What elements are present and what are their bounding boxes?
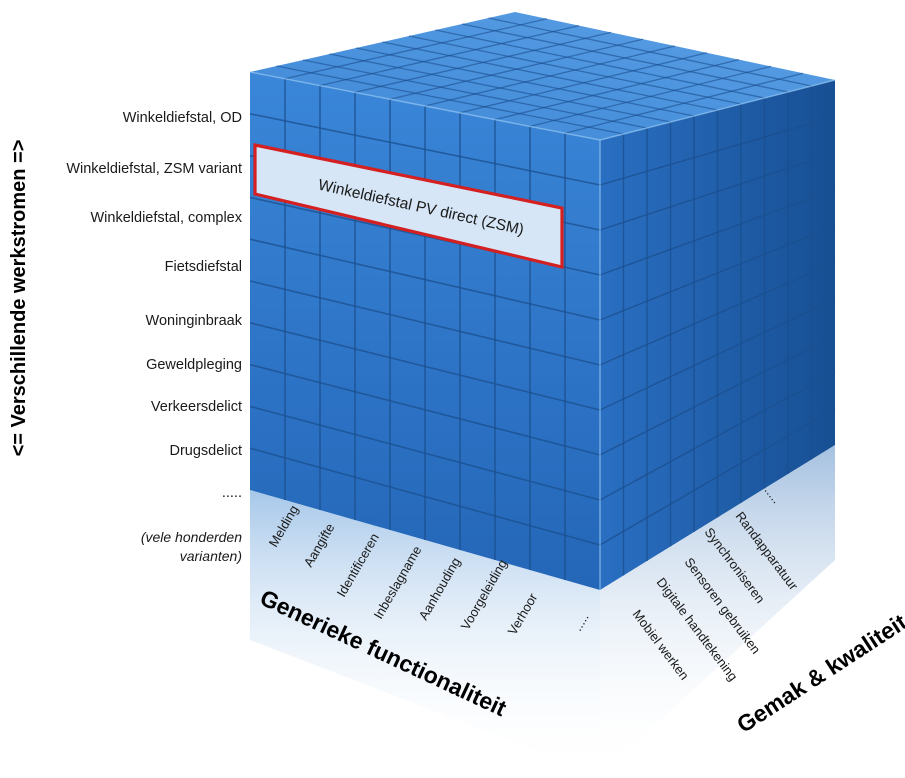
variants-note-line2: varianten)	[180, 548, 242, 564]
grid-line	[459, 52, 708, 114]
cube-top-face	[250, 12, 835, 140]
grid-line	[249, 280, 601, 366]
grid-line	[249, 447, 601, 546]
cube-reflection	[250, 445, 835, 775]
grid-line	[488, 17, 812, 87]
row-label: Winkeldiefstal, OD	[123, 110, 242, 126]
side-reflection	[600, 445, 835, 775]
row-label: Drugsdelict	[169, 443, 242, 459]
grid-line	[564, 72, 804, 134]
grid-line	[599, 371, 836, 501]
grid-line	[529, 65, 772, 128]
vertical-axis-title: <= Verschillende werkstromen =>	[8, 140, 30, 457]
row-label: .....	[222, 485, 242, 501]
grid-line	[382, 41, 718, 111]
grid-line	[461, 23, 789, 93]
grid-line	[599, 298, 836, 411]
vertical-axis-labels: Winkeldiefstal, OD Winkeldiefstal, ZSM v…	[66, 110, 242, 564]
row-label: Winkeldiefstal, complex	[91, 210, 243, 226]
grid-line	[599, 407, 836, 546]
grid-line	[249, 322, 601, 411]
cube-edge	[599, 79, 836, 141]
grid-line	[408, 35, 742, 105]
grid-line	[435, 29, 765, 99]
row-label: Fietsdiefstal	[165, 259, 242, 275]
grid-line	[494, 58, 740, 121]
variants-note-line1: (vele honderden	[141, 529, 242, 545]
grid-line	[599, 261, 836, 366]
front-reflection	[250, 490, 600, 775]
row-label: Woninginbraak	[146, 313, 243, 329]
row-label: Verkeersdelict	[151, 399, 242, 415]
grid-line	[249, 363, 601, 456]
highlight-box	[253, 143, 564, 270]
row-label: Winkeldiefstal, ZSM variant	[66, 161, 242, 177]
grid-line	[249, 405, 601, 501]
grid-line	[599, 334, 836, 456]
row-label: Geweldpleging	[146, 357, 242, 373]
cube-edge	[249, 71, 601, 141]
